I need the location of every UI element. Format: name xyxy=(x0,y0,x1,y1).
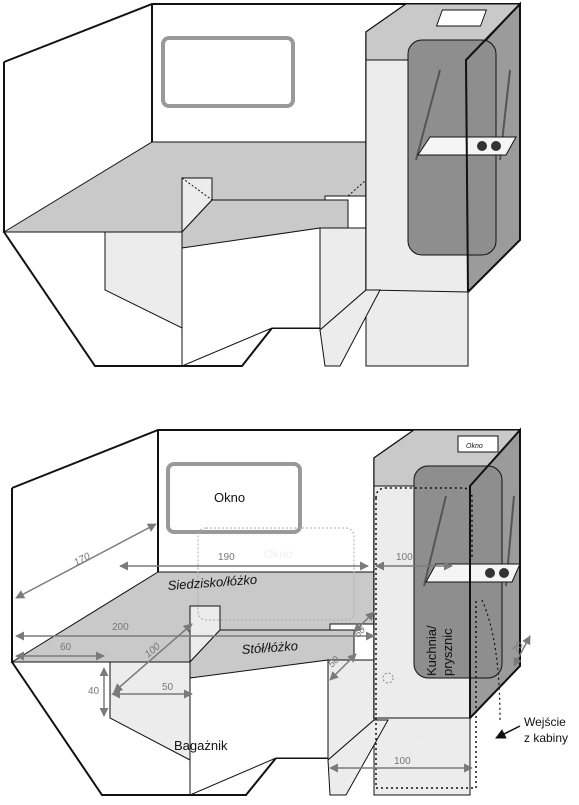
top-door-label: Drzwi xyxy=(394,306,424,320)
top-seat-front-face xyxy=(104,231,183,329)
top-door-panel xyxy=(365,289,469,367)
bottom-diagram: Okno Okno Siedzisko/łóżko Stół/łóżko Kuc… xyxy=(10,427,568,796)
kitchen-label-line2: prysznic xyxy=(440,628,455,676)
kitchen-tower xyxy=(373,427,522,721)
walkway-outline xyxy=(375,487,477,789)
entry-arrow xyxy=(495,725,521,739)
window-ghost xyxy=(197,527,355,621)
top-step xyxy=(319,289,381,367)
dim-40: 40 xyxy=(88,686,100,697)
seat-bed-label: Siedzisko/łóżko xyxy=(167,572,257,593)
entry-route xyxy=(481,599,501,721)
entry-label-line1: Wejście xyxy=(524,715,566,729)
entry-step xyxy=(327,719,389,796)
kitchen-label-line1: Kuchnia/ xyxy=(424,625,439,676)
dim-190: 190 xyxy=(218,552,235,563)
top-window xyxy=(161,36,295,108)
dim-100-bottom: 100 xyxy=(394,756,411,767)
top-aisle-floor xyxy=(181,227,321,367)
top-kitchen-tower xyxy=(365,1,522,295)
window xyxy=(166,462,302,534)
window-ghost-label: Okno xyxy=(264,547,293,561)
door-label: Drzwi xyxy=(402,735,432,749)
dimension-lines xyxy=(15,523,531,773)
entry-label-line2: z kabiny xyxy=(524,731,568,745)
dim-70: 70 xyxy=(511,640,526,656)
window-label: Okno xyxy=(214,490,245,505)
stove-sign-label: Okno xyxy=(466,443,483,450)
dim-170: 170 xyxy=(72,551,92,569)
trunk-label: Bagażnik xyxy=(174,738,228,753)
dim-50-bottom: 50 xyxy=(162,682,174,693)
dim-50-right-a: 50 xyxy=(352,624,368,640)
aisle-floor xyxy=(189,659,329,796)
top-diagram: Drzwi xyxy=(2,1,522,367)
door-panel xyxy=(373,717,471,796)
dim-60: 60 xyxy=(60,642,72,653)
table-bed-label: Stół/łóżko xyxy=(241,638,298,657)
dim-200: 200 xyxy=(112,622,129,633)
stove-sign xyxy=(457,435,499,453)
dim-100-top: 100 xyxy=(396,552,413,563)
